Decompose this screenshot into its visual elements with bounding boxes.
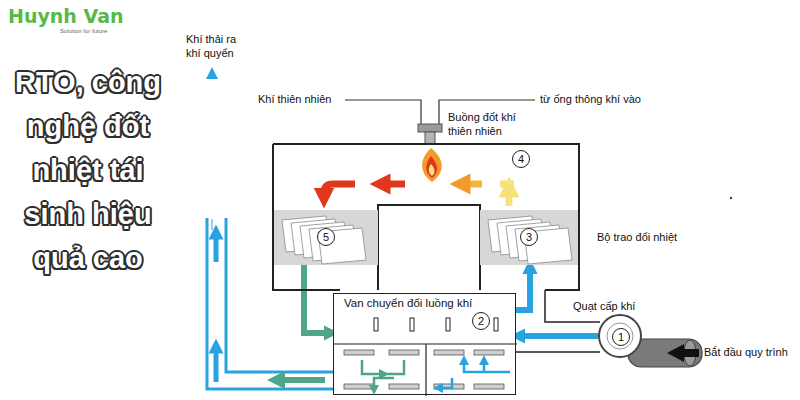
dot [730,197,732,199]
flow-arrow [500,181,514,188]
valve-stem [446,318,450,331]
flow-arrow [506,187,513,206]
flow-arrow [362,360,384,374]
valve-flap [389,384,419,389]
flow-arrow [214,232,219,262]
start-arrow [667,344,699,362]
valve-flap [474,350,504,355]
burner-label: Buồng đốt khí thiên nhiên [448,111,540,139]
flow-connector [516,265,530,310]
valve-flap [474,384,504,389]
flow-arrow [384,360,404,374]
valve-flap [344,350,374,355]
exhaust-arrow [206,67,218,79]
flow-arrow [483,360,486,372]
callout-number: 4 [512,150,530,168]
supply-fan: 1Quạt cấp khí [598,314,642,358]
flow-arrow [276,377,325,383]
flow-arrow [324,184,355,198]
switch-valve: Van chuyển đổi luồng khí2 [333,293,516,395]
valve-stem [410,318,414,331]
stack-rim [212,219,213,230]
combustion-chamber: 4 5 3Bộ trao đổi nhiệt [272,143,580,293]
callout-number: 3 [520,228,538,246]
page-title: RTO, công nghệ đốt nhiệt tái sinh hiệu q… [4,60,172,280]
valve-divider [334,344,517,396]
exchanger-plate [318,228,366,264]
flow-arrow [460,181,482,188]
flow-connector [516,333,598,339]
flame [422,148,442,182]
valve-stem [374,318,378,331]
valve-flap [434,350,464,355]
chamber-outline [273,144,579,290]
flow-connector [304,265,333,333]
flame [426,156,437,178]
burner-nozzle [425,132,435,144]
valve-flap [389,350,419,355]
valve-parts [334,318,517,396]
brand-slogan: Solution for future [60,28,107,36]
flow-arrow [438,378,452,388]
flame [429,164,435,176]
exhaust-label: Khí thải ra khí quyển [186,33,248,61]
gas-pipe [345,100,421,124]
heat-exchanger: 3Bộ trao đổi nhiệt [480,210,578,265]
air-inlet-label: từ ống thông khí vào [540,93,641,107]
flow-arrow [374,378,394,390]
flow-arrow [214,346,219,382]
burner-head [418,124,442,132]
valve-stem [494,318,498,331]
part-label: Quạt cấp khí [573,300,635,313]
fan-rotor [607,323,633,349]
part-label: Van chuyển đổi luồng khí [344,297,472,311]
flow-arrow [464,360,510,372]
callout-number: 2 [472,312,490,330]
heat-exchanger: 5 [274,210,378,265]
part-label: Bộ trao đổi nhiệt [597,231,677,244]
callout-number: 5 [317,228,335,246]
intake-duct [516,351,600,353]
valve-flap [344,384,374,389]
flow-arrow [380,181,405,188]
callout-number: 1 [612,328,630,346]
start-label: Bắt đầu quy trình [704,346,788,360]
gas-label: Khí thiên nhiên [258,93,331,107]
brand-logo: Huynh Van [8,5,124,29]
